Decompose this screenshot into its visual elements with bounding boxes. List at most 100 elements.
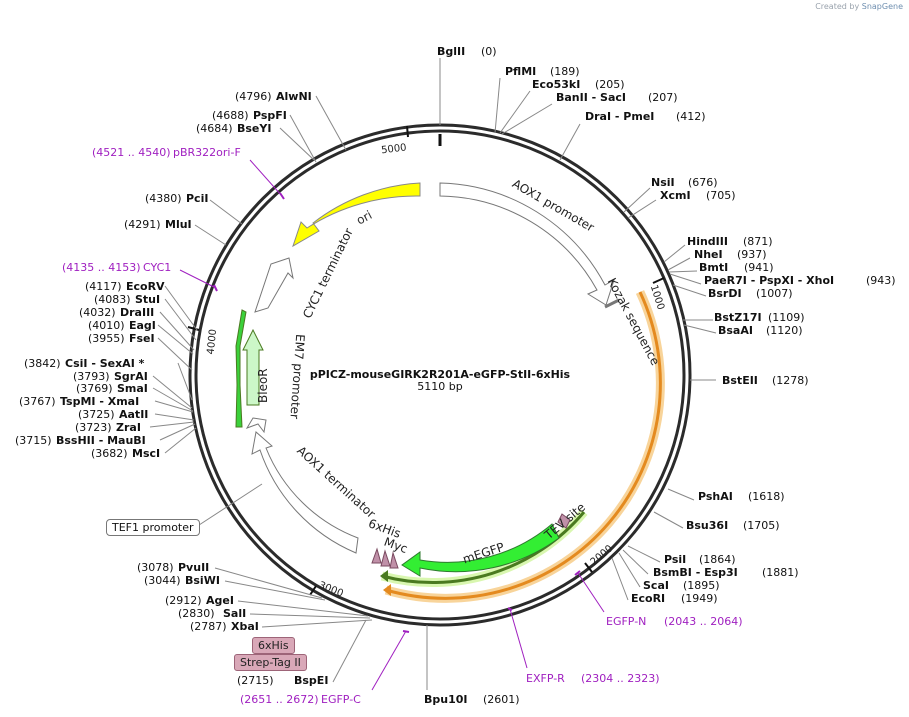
tick-5000 — [406, 125, 409, 138]
primer-leader-exfpr — [509, 608, 528, 669]
enzyme-pos: (4083) — [94, 293, 131, 306]
enzyme-pos: (3725) — [78, 408, 115, 421]
enzyme-pos: (3715) — [15, 434, 52, 447]
tick-label-4000: 4000 — [206, 329, 220, 355]
tef1-promoter-label[interactable]: TEF1 promoter — [106, 519, 200, 536]
enzyme-pos: (1895) — [683, 579, 720, 592]
enzyme-name: PvuII — [178, 561, 209, 574]
bleor-arrow — [242, 328, 264, 406]
enzyme-pos: (3842) — [24, 357, 61, 370]
enzyme-name: PciI — [186, 192, 208, 205]
primer-labels: (4521 .. 4540) pBR322ori-F (4135 .. 4153… — [62, 146, 743, 706]
myc-feature-label: Myc — [382, 535, 409, 556]
primer-range: (2304 .. 2323) — [581, 672, 660, 685]
primer-leader-cyc1 — [179, 269, 217, 289]
enzyme-name: BsaAI — [718, 324, 753, 337]
enzyme-pos: (1881) — [762, 566, 799, 579]
enzyme-name: MluI — [165, 218, 192, 231]
primer-range: (2043 .. 2064) — [664, 615, 743, 628]
enzyme-pos: (4684) — [196, 122, 233, 135]
enzyme-name: EcoRI — [631, 592, 665, 605]
sixhis-box-label[interactable]: 6xHis — [252, 637, 295, 654]
enzyme-pos: (2715) — [237, 674, 274, 687]
enzyme-name: BsiWI — [185, 574, 220, 587]
enzyme-pos: (3955) — [88, 332, 125, 345]
enzyme-name: XbaI — [231, 620, 259, 633]
snapgene-credit: Created by SnapGene — [815, 2, 903, 11]
orf-outer-arc-line — [385, 291, 662, 600]
plasmid-length: 5110 bp — [417, 380, 462, 393]
strep-tag-box-label[interactable]: Strep-Tag II — [234, 654, 307, 671]
sixhis-feature-label: 6xHis — [367, 516, 403, 541]
tick-3000 — [309, 585, 317, 596]
primer-leader-egfpn — [577, 572, 605, 613]
plasmid-name: pPICZ-mouseGIRK2R201A-eGFP-StII-6xHis — [310, 368, 571, 381]
orf-inner-arc-line — [381, 511, 586, 584]
enzyme-name: Bpu10I — [424, 693, 468, 706]
enzyme-name: FseI — [129, 332, 155, 345]
enzyme-pos: (3723) — [75, 421, 112, 434]
enzyme-pos: (0) — [481, 45, 497, 58]
megfp-arrow — [401, 523, 560, 577]
enzyme-name: SmaI — [117, 382, 148, 395]
enzyme-pos: (1278) — [772, 374, 809, 387]
bleor-label: BleoR — [256, 368, 270, 403]
enzyme-name: TspMI - XmaI — [60, 395, 139, 408]
enzyme-name: DraIII — [120, 306, 154, 319]
enzyme-pos: (189) — [550, 65, 580, 78]
enzyme-name: SgrAI — [114, 370, 148, 383]
credit-brand: SnapGene — [861, 2, 903, 11]
ori-label: ori — [354, 208, 374, 228]
enzyme-name: BsmBI - Esp3I — [653, 566, 738, 579]
em7-promoter-arrow — [245, 417, 267, 434]
tick-label-5000: 5000 — [381, 142, 408, 156]
enzyme-name: PsiI — [664, 553, 686, 566]
sixhis-arrow — [371, 547, 382, 564]
enzyme-pos: (4380) — [145, 192, 182, 205]
enzyme-name: BmtI — [699, 261, 728, 274]
enzyme-name: XcmI — [660, 189, 691, 202]
enzyme-name: AlwNI — [276, 90, 312, 103]
primer-name: CYC1 — [143, 261, 171, 274]
enzyme-pos: (3769) — [76, 382, 113, 395]
enzyme-pos: (676) — [688, 176, 718, 189]
tick-1000 — [652, 277, 665, 284]
enzyme-name: NsiI — [651, 176, 675, 189]
enzyme-pos: (412) — [676, 110, 706, 123]
enzyme-pos: (2787) — [190, 620, 227, 633]
orf-outer-arrowhead — [383, 584, 391, 596]
enzyme-name: SalI — [223, 607, 246, 620]
tick-label-3000: 3000 — [317, 580, 345, 600]
enzyme-name: EagI — [129, 319, 156, 332]
enzyme-name: MscI — [132, 447, 160, 460]
enzyme-pos: (4010) — [88, 319, 125, 332]
em7-promoter-label: EM7 promoter — [287, 334, 307, 420]
aox1-promoter-arrow — [439, 182, 615, 306]
cyc1-terminator-arrow — [254, 257, 294, 313]
bleor-outer-arrow — [235, 309, 247, 428]
enzyme-name: AgeI — [206, 594, 234, 607]
enzyme-name: PshAI — [698, 490, 733, 503]
enzyme-pos: (4032) — [79, 306, 116, 319]
primer-name: EGFP-N — [606, 615, 646, 628]
enzyme-name: BseYI — [237, 122, 271, 135]
tick-2000 — [584, 562, 593, 573]
enzyme-name: EcoRV — [126, 280, 165, 293]
cyc1-terminator-label: CYC1 terminator — [300, 226, 356, 321]
enzyme-pos: (2601) — [483, 693, 520, 706]
enzyme-name: DraI - PmeI — [585, 110, 654, 123]
primer-name: EGFP-C — [321, 693, 361, 706]
enzyme-name: ZraI — [116, 421, 141, 434]
enzyme-pos: (941) — [744, 261, 774, 274]
enzyme-labels: (0) BglII (189) PflMI (205) Eco53kI (207… — [15, 45, 896, 706]
enzyme-name: BsrDI — [708, 287, 742, 300]
primer-mark-egfpn — [574, 570, 581, 576]
enzyme-name: StuI — [135, 293, 160, 306]
enzyme-name: BspEI — [294, 674, 328, 687]
enzyme-name: Bsu36I — [686, 519, 728, 532]
enzyme-name: BstZ17I — [714, 311, 762, 324]
enzyme-pos: (3044) — [144, 574, 181, 587]
enzyme-name: NheI — [694, 248, 723, 261]
tev-site-arrow — [557, 513, 571, 529]
